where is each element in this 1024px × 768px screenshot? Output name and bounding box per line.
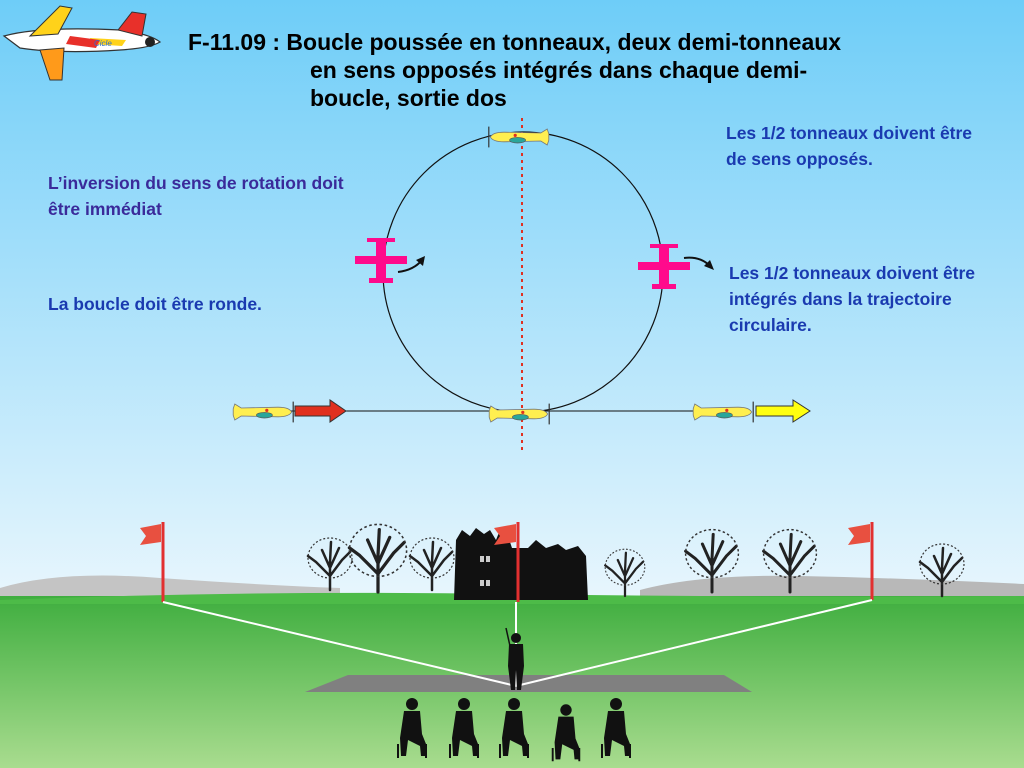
- pilot-silhouette: [505, 627, 524, 690]
- title-line-3: boucle, sortie dos: [310, 85, 507, 111]
- note-opposite-rolls: Les 1/2 tonneaux doivent être de sens op…: [726, 123, 973, 169]
- hill-right: [640, 575, 1024, 600]
- note-round-loop: La boucle doit être ronde.: [48, 294, 262, 314]
- roll-arrowhead-left: [416, 256, 425, 266]
- title-line-1: F-11.09 : Boucle poussée en tonneaux, de…: [188, 29, 842, 55]
- note-integrated-rolls: Les 1/2 tonneaux doivent être intégrés d…: [729, 263, 976, 335]
- page-title: F-11.09 : Boucle poussée en tonneaux, de…: [188, 28, 1008, 112]
- sky-background: [0, 0, 1024, 600]
- sight-line-right: [515, 599, 873, 687]
- castle-ruin: [454, 528, 588, 600]
- exit-direction-arrow: [755, 399, 811, 423]
- roll-arrowhead-right: [704, 260, 714, 270]
- note-inversion: L’inversion du sens de rotation doit êtr…: [48, 173, 344, 219]
- flag-left: [140, 522, 165, 602]
- entry-direction-arrow: [294, 399, 347, 423]
- flag-center: [494, 522, 520, 602]
- title-line-2: en sens opposés intégrés dans chaque dem…: [310, 57, 808, 83]
- logo-lettering: Cicle: [94, 39, 112, 48]
- flag-right: [848, 522, 874, 600]
- aerobatic-plane-logo: Cicle: [2, 5, 162, 81]
- sight-line-left: [162, 601, 517, 687]
